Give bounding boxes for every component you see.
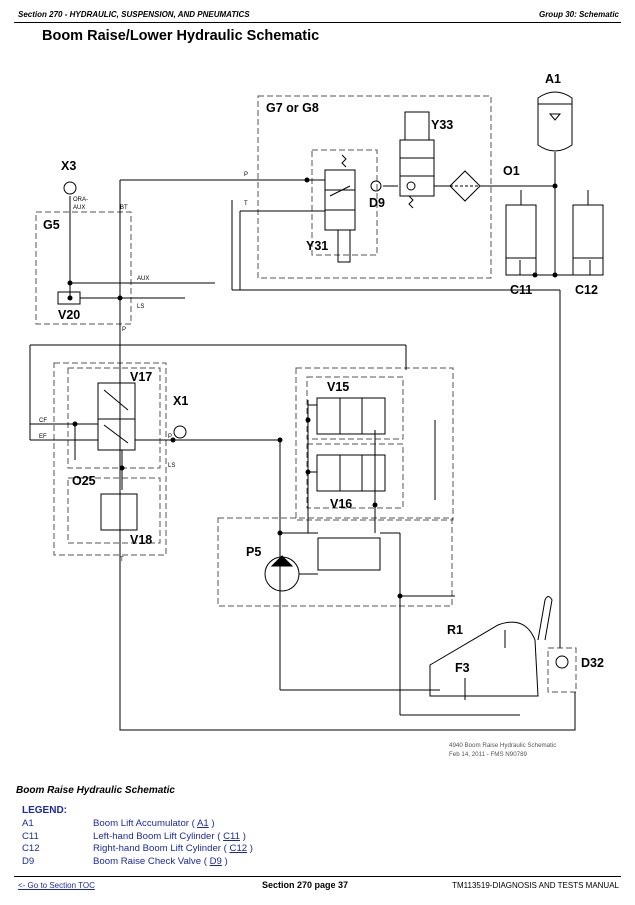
label-c12: C12 xyxy=(575,283,598,297)
v20-shuttle-icon xyxy=(57,291,81,305)
label-g5: G5 xyxy=(43,218,60,232)
port-t-top: T xyxy=(244,201,248,207)
port-ora: ORA- xyxy=(73,197,88,203)
page-footer: <- Go to Section TOC Section 270 page 37… xyxy=(14,876,621,893)
legend-heading: LEGEND: xyxy=(22,805,67,816)
port-p-g5: P xyxy=(122,327,126,333)
label-v20: V20 xyxy=(58,308,80,322)
port-aux2: AUX xyxy=(137,276,149,282)
dashed-enclosures xyxy=(35,95,577,693)
page-title: Boom Raise/Lower Hydraulic Schematic xyxy=(42,28,320,44)
port-aux1: AUX xyxy=(73,205,85,211)
v17-valve xyxy=(97,382,136,451)
label-o1: O1 xyxy=(503,164,520,178)
port-ef: EF xyxy=(39,434,47,440)
section-title: Section 270 - HYDRAULIC, SUSPENSION, AND… xyxy=(18,10,250,19)
v16-valve xyxy=(316,454,386,492)
port-t-v18: T xyxy=(120,557,124,563)
schematic-note-2: Feb 14, 2011 - FMS N90789 xyxy=(449,751,528,758)
y33-valve xyxy=(399,111,435,209)
toc-link[interactable]: <- Go to Section TOC xyxy=(18,881,95,890)
label-v17: V17 xyxy=(130,370,152,384)
boom-cylinders xyxy=(505,190,604,276)
d32-check-valve-icon xyxy=(555,655,569,669)
check-valve-icon xyxy=(370,180,382,192)
r1-reservoir-icon xyxy=(429,596,553,697)
v15-valve xyxy=(316,397,386,435)
p5-pump-icon xyxy=(264,537,381,592)
label-x1: X1 xyxy=(173,394,188,408)
label-x3: X3 xyxy=(61,159,76,173)
label-v16: V16 xyxy=(330,497,352,511)
label-y33: Y33 xyxy=(431,118,453,132)
page-number: Section 270 page 37 xyxy=(262,880,349,890)
a1-accumulator-icon xyxy=(537,91,573,152)
label-f3: F3 xyxy=(455,661,470,675)
v18-valve xyxy=(100,493,138,531)
test-port-icons xyxy=(63,181,187,439)
legend-link-a1[interactable]: A1 xyxy=(196,818,209,829)
filter-icon xyxy=(449,170,481,202)
port-p-top: P xyxy=(244,172,248,178)
label-d32: D32 xyxy=(581,656,604,670)
legend-link-c11[interactable]: C11 xyxy=(223,830,241,842)
junction-dots xyxy=(67,177,558,599)
label-c11: C11 xyxy=(510,283,532,297)
label-g7g8: G7 or G8 xyxy=(266,101,319,115)
label-p5: P5 xyxy=(246,545,261,559)
label-v18: V18 xyxy=(130,533,152,547)
label-o25: O25 xyxy=(72,474,96,488)
port-ls1: LS xyxy=(137,304,144,310)
label-v15: V15 xyxy=(327,380,349,394)
y31-valve xyxy=(324,154,356,263)
manual-id: TM113519-DIAGNOSIS AND TESTS MANUAL xyxy=(452,881,619,890)
label-a1: A1 xyxy=(545,72,561,86)
port-cf: CF xyxy=(39,418,47,424)
label-y31: Y31 xyxy=(306,239,328,253)
page-header: Section 270 - HYDRAULIC, SUSPENSION, AND… xyxy=(14,6,621,23)
port-bt: BT xyxy=(120,205,128,211)
label-r1: R1 xyxy=(447,623,463,637)
label-d9: D9 xyxy=(369,196,385,210)
hydraulic-lines xyxy=(29,152,591,731)
figure-caption: Boom Raise Hydraulic Schematic xyxy=(16,785,175,796)
port-ls2: LS xyxy=(168,463,175,469)
group-title: Group 30: Schematic xyxy=(538,10,619,19)
schematic-note-1: 4940 Boom Raise Hydraulic Schematic xyxy=(449,742,556,749)
legend-link-c12[interactable]: C12 xyxy=(229,843,248,855)
port-p-v17: P xyxy=(168,434,172,440)
legend-link-d9[interactable]: D9 xyxy=(209,856,222,868)
